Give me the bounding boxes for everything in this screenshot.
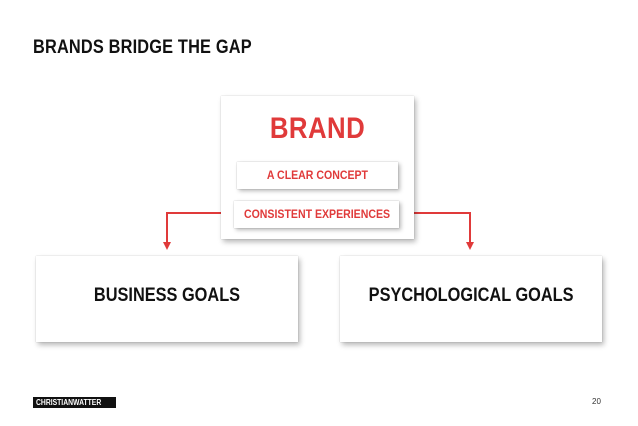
business-goals-label: BUSINESS GOALS [93, 285, 241, 306]
consistent-experiences-pill: CONSISTENT EXPERIENCES [234, 201, 399, 228]
arrow-to-psychological-goals [414, 212, 474, 250]
arrow-to-business-goals [163, 212, 221, 250]
clear-concept-pill: A CLEAR CONCEPT [237, 162, 398, 189]
psychological-goals-label: PSYCHOLOGICAL GOALS [368, 285, 574, 306]
psychological-goals-box: PSYCHOLOGICAL GOALS [340, 256, 602, 342]
brand-heading: BRAND [269, 112, 366, 145]
logo-text: CHRISTIANWATTER [36, 398, 102, 407]
brand-logo: CHRISTIANWATTER [33, 397, 116, 408]
clear-concept-label: A CLEAR CONCEPT [266, 168, 369, 182]
consistent-experiences-label: CONSISTENT EXPERIENCES [243, 207, 391, 221]
slide-title: BRANDS BRIDGE THE GAP [33, 37, 252, 58]
business-goals-box: BUSINESS GOALS [36, 256, 298, 342]
page-number: 20 [592, 397, 601, 406]
